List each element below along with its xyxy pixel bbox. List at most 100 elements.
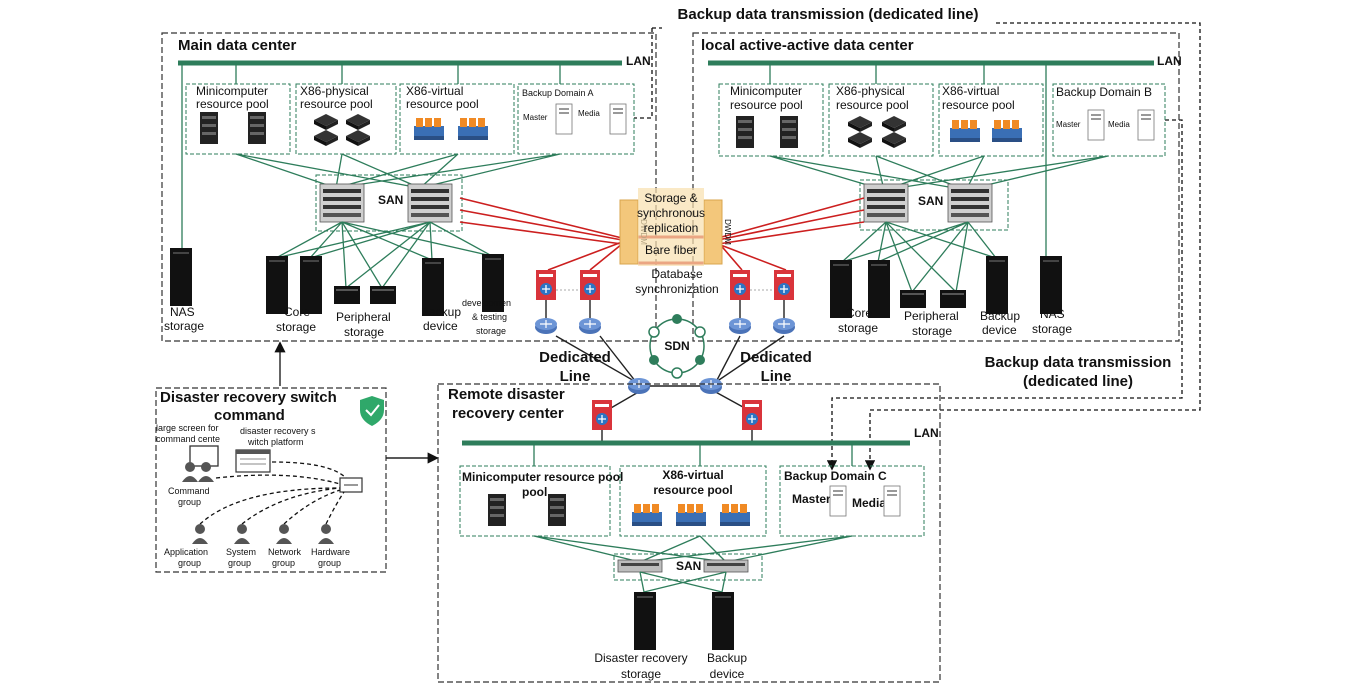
large-screen-label-2: command cente xyxy=(156,434,220,444)
local-x86v-label-2: resource pool xyxy=(942,98,1015,112)
local-san-label: SAN xyxy=(918,194,943,208)
main-pool-to-san-links xyxy=(235,153,561,189)
firewall-icon xyxy=(729,269,751,301)
local-nas-storage-icon xyxy=(1040,256,1062,314)
dwdm-left-box xyxy=(619,199,639,265)
local-master-label: Master xyxy=(1056,120,1081,129)
storage-rep-label-2: synchronous xyxy=(637,206,705,220)
main-peripheral-label-1: Peripheral xyxy=(336,310,391,324)
main-x86p-label-2: resource pool xyxy=(300,97,373,111)
network-group-icon xyxy=(276,524,292,544)
local-pool-to-san-links xyxy=(769,155,1109,191)
main-x86-server-icon xyxy=(346,114,370,130)
switch-platform-node-icon xyxy=(339,477,363,493)
group-label-system-2: group xyxy=(228,558,251,568)
platform-label-1: disaster recovery s xyxy=(240,426,316,436)
firewall-icon xyxy=(579,269,601,301)
command-group-label-1: Command xyxy=(168,486,210,496)
main-core-label-1: Core xyxy=(284,305,310,319)
remote-virtual-server-icon xyxy=(676,504,706,526)
local-peripheral-storage-icon xyxy=(900,290,926,308)
router-icon xyxy=(728,317,752,335)
main-san-switch-icon xyxy=(407,183,453,223)
main-backup-device-label-2: device xyxy=(423,319,458,333)
local-x86-server-icon xyxy=(848,116,872,132)
dwdm-right-label: DWDM xyxy=(723,219,732,245)
main-media-server-icon xyxy=(609,103,627,135)
remote-san-group xyxy=(613,553,763,581)
main-lan-drops xyxy=(181,63,561,250)
main-x86p-label-1: X86-physical xyxy=(300,84,369,98)
remote-lan-label: LAN xyxy=(914,426,939,440)
firewall-icon xyxy=(535,269,557,301)
remote-mini-label: Minicomputer resource pool xyxy=(462,470,623,484)
remote-backup-device-label-1: Backup xyxy=(707,651,747,665)
local-dc-title: local active-active data center xyxy=(701,37,914,54)
person-icon xyxy=(198,462,214,482)
remote-virtual-server-icon xyxy=(632,504,662,526)
remote-san-to-storage-links xyxy=(639,571,727,593)
command-title-1: Disaster recovery switch xyxy=(160,389,337,406)
remote-firewall-icon xyxy=(741,399,763,431)
local-backup-device-label-2: device xyxy=(982,323,1017,337)
command-title-2: command xyxy=(214,407,285,424)
main-x86-server-icon xyxy=(346,130,370,146)
main-san-label: SAN xyxy=(378,193,403,207)
large-screen-label-1: large screen for xyxy=(156,423,219,433)
remote-dr-storage-label-2: storage xyxy=(621,667,661,681)
dwdm-right-box xyxy=(703,199,723,265)
local-x86p-label-2: resource pool xyxy=(836,98,909,112)
main-nas-label-1: NAS xyxy=(170,305,195,319)
remote-firewall-icon xyxy=(591,399,613,431)
local-peripheral-label-2: storage xyxy=(912,324,952,338)
main-media-label: Media xyxy=(578,109,600,118)
local-x86-server-icon xyxy=(848,132,872,148)
platform-window-icon xyxy=(235,449,271,473)
main-nas-label-2: storage xyxy=(164,319,204,333)
local-backup-device-label-1: Backup xyxy=(980,309,1020,323)
local-lan-label: LAN xyxy=(1157,54,1182,68)
local-backup-device-icon xyxy=(986,256,1008,314)
top-backup-line-label: Backup data transmission (dedicated line… xyxy=(678,6,979,23)
db-sync-label-2: synchronization xyxy=(635,282,718,296)
person-icon xyxy=(182,462,198,482)
remote-master-label: Master xyxy=(792,492,831,506)
remote-title-1: Remote disaster xyxy=(448,386,565,403)
right-backup-line-label-1: Backup data transmission xyxy=(985,354,1172,371)
router-icon xyxy=(534,317,558,335)
main-dev-label-2: & testing xyxy=(472,312,507,322)
db-sync-label-1: Database xyxy=(651,267,703,281)
main-dev-label-1: developmen xyxy=(462,298,511,308)
main-virtual-server-icon xyxy=(458,118,488,140)
main-x86p-pool xyxy=(295,83,397,155)
main-x86v-label-2: resource pool xyxy=(406,97,479,111)
dedicated-right-label-1: Dedicated xyxy=(740,349,812,366)
remote-master-server-icon xyxy=(829,485,847,517)
main-x86-server-icon xyxy=(314,130,338,146)
remote-minicomputer-icon xyxy=(548,494,566,526)
remote-media-server-icon xyxy=(883,485,901,517)
local-san-to-storage-links xyxy=(841,221,997,293)
shield-icon xyxy=(360,396,384,426)
platform-label-2: witch platform xyxy=(247,437,304,447)
local-x86-server-icon xyxy=(882,116,906,132)
local-x86-server-icon xyxy=(882,132,906,148)
right-backup-line-label-2: (dedicated line) xyxy=(1023,373,1133,390)
local-backup-label: Backup Domain B xyxy=(1056,85,1152,99)
hardware-group-icon xyxy=(318,524,334,544)
remote-san-switch-icon xyxy=(703,559,749,573)
local-nas-label-2: storage xyxy=(1032,322,1072,336)
local-backup-domain xyxy=(1052,83,1166,157)
main-dev-label-3: storage xyxy=(476,326,506,336)
group-label-hardware-1: Hardware xyxy=(311,547,350,557)
main-backup-label: Backup Domain A xyxy=(522,88,594,98)
main-peripheral-storage-icon xyxy=(334,286,360,304)
local-x86v-pool xyxy=(938,83,1044,157)
main-mini-label-2: resource pool xyxy=(196,97,269,111)
remote-title-2: recovery center xyxy=(452,405,564,422)
remote-dr-storage-label-1: Disaster recovery xyxy=(594,651,687,665)
router-icon xyxy=(578,317,602,335)
group-label-network-2: group xyxy=(272,558,295,568)
local-nas-label-1: NAS xyxy=(1040,307,1065,321)
